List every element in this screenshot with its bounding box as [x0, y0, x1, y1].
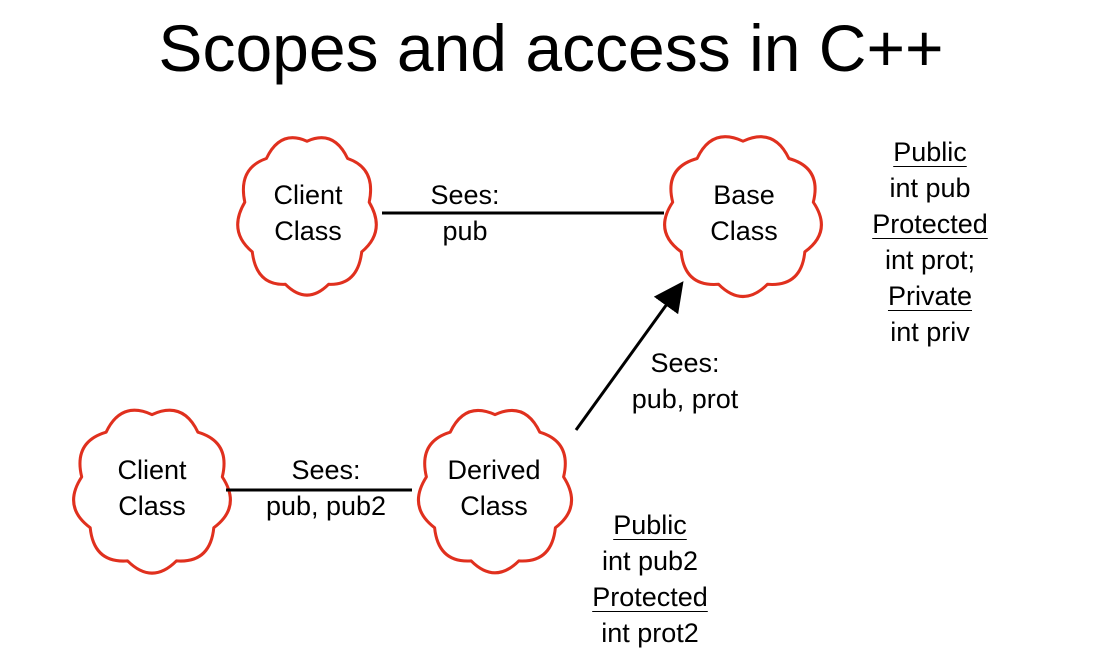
- node-client-bottom: Client Class: [117, 455, 187, 521]
- slide-title: Scopes and access in C++: [158, 11, 944, 85]
- cloud-client-bottom: [72, 408, 232, 575]
- edge-label-client-top-base: Sees: pub: [430, 180, 500, 246]
- base-private-heading: Private: [887, 281, 973, 311]
- cloud-base: [663, 135, 823, 298]
- derived-protected-heading: Protected: [592, 582, 708, 612]
- derived-members-list: Public int pub2 Protected int prot2: [570, 507, 730, 651]
- node-base: Base Class: [710, 180, 778, 246]
- derived-public-heading: Public: [613, 510, 687, 540]
- base-protected-heading: Protected: [872, 209, 988, 239]
- edge-label-derived-base: Sees: pub, prot: [631, 348, 739, 414]
- edge-label-client-bottom-derived: Sees: pub, pub2: [265, 455, 387, 521]
- cloud-client-top: [236, 136, 378, 297]
- node-client-top: Client Class: [273, 180, 343, 246]
- node-derived: Derived Class: [447, 455, 541, 521]
- base-members-list: Public int pub Protected int prot; Priva…: [850, 134, 1010, 350]
- base-public-heading: Public: [893, 137, 967, 167]
- cloud-derived: [417, 409, 573, 575]
- edge-derived-to-base-arrow: [574, 281, 684, 431]
